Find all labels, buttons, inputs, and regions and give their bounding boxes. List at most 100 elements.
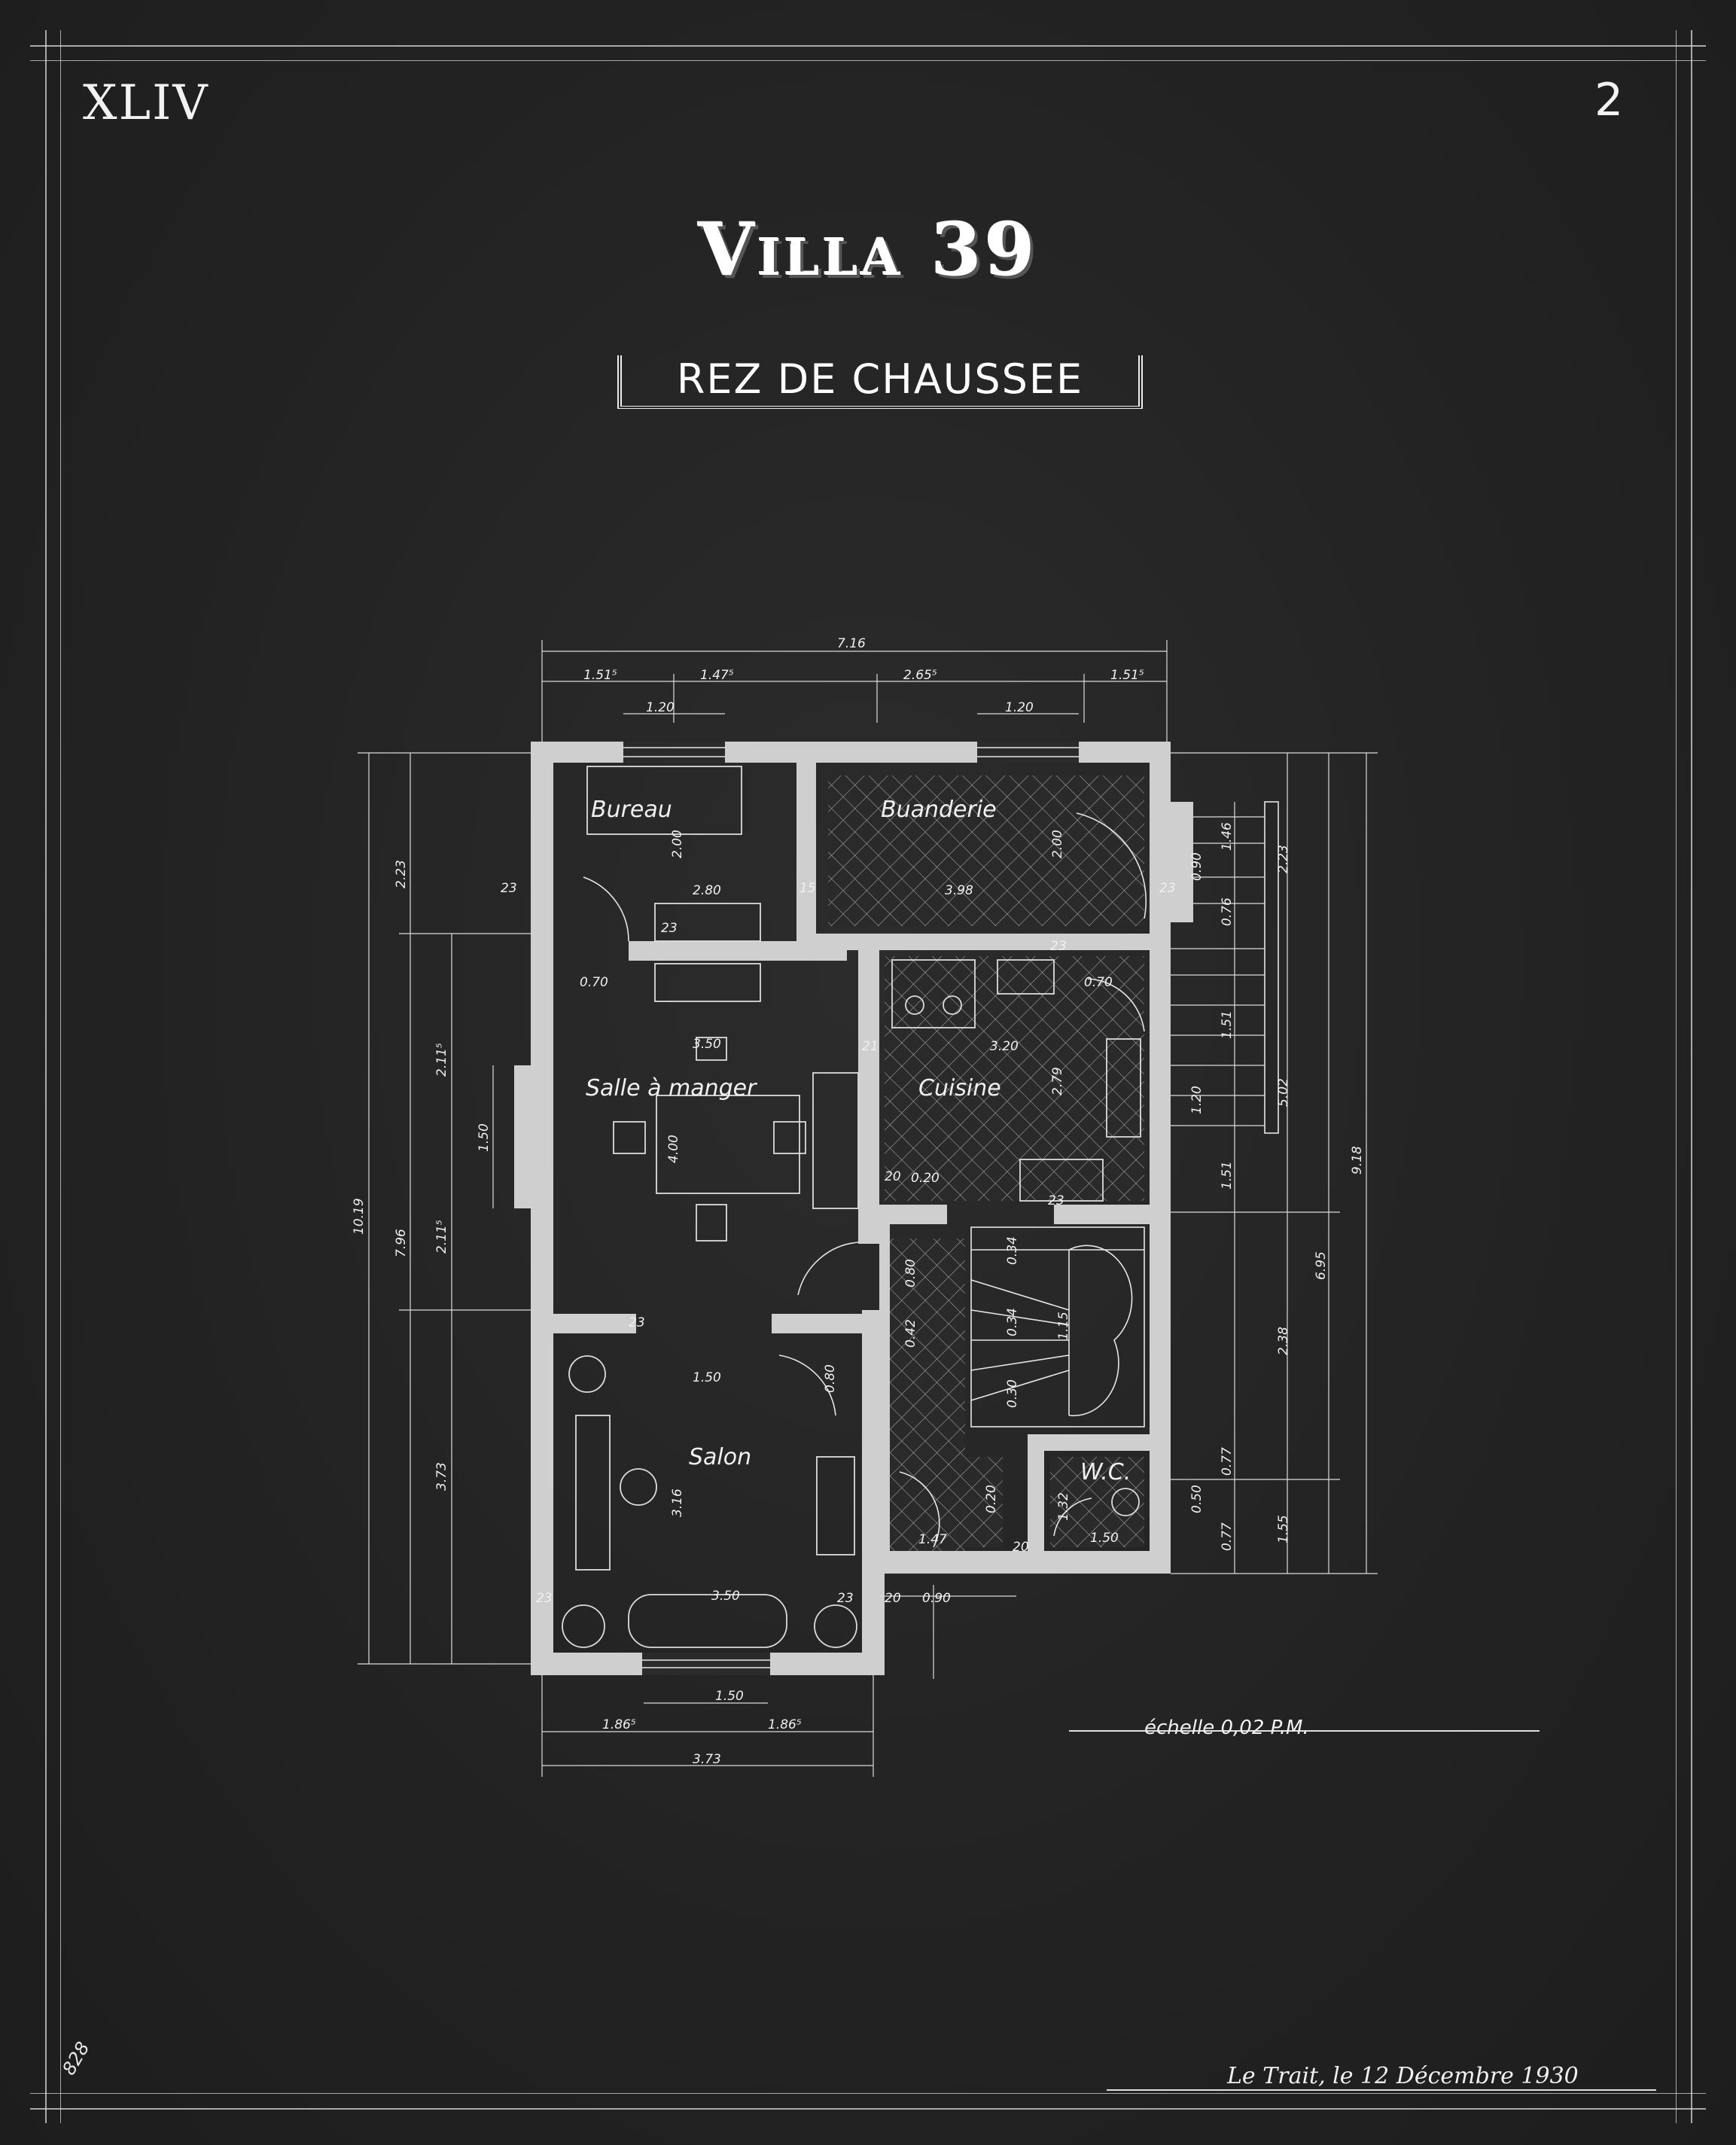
dim-int-7: 4.00	[666, 1135, 681, 1163]
place-date: Le Trait, le 12 Décembre 1930	[1227, 2063, 1579, 2089]
dim-int-19: 1.32	[1056, 1492, 1071, 1521]
wall-dim-7: 20	[885, 1169, 901, 1184]
dim-left-seg-2: 2.11⁵	[434, 1043, 449, 1077]
dim-int-21: 0.42	[903, 1319, 918, 1348]
tiled-floors	[828, 775, 1144, 1551]
dim-right-stair-6: 1.51	[1220, 1161, 1235, 1190]
dim-int-15: 0.80	[823, 1364, 838, 1393]
wall-dim-11: 20	[885, 1591, 901, 1606]
dim-top-seg-2: 1.47⁵	[700, 668, 734, 683]
dim-right-stair-7: 5.02	[1276, 1078, 1291, 1107]
dim-int-26: 0.30	[1005, 1379, 1020, 1408]
dim-bottom-overall: 3.73	[693, 1752, 721, 1767]
frame-right-outer	[1691, 30, 1692, 2123]
wall-dim-12: 23	[837, 1591, 854, 1606]
furniture	[562, 766, 1141, 1648]
dim-int-17: 0.20	[984, 1485, 999, 1513]
dim-right-stair-2: 0.90	[1189, 852, 1205, 881]
dim-int-9: 2.79	[1050, 1067, 1065, 1095]
dim-right-stair-1: 1.46	[1220, 822, 1235, 851]
dim-left-window: 1.50	[477, 1123, 492, 1152]
sheet-number: 2	[1594, 74, 1625, 126]
dim-left-seg-1: 2.23	[394, 860, 409, 888]
dim-right-overall: 9.18	[1350, 1146, 1365, 1175]
frame-bottom-outer	[30, 2108, 1706, 2110]
scale-rule	[1069, 1730, 1540, 1732]
dim-left-mid: 7.96	[394, 1229, 409, 1257]
wall-dim-2: 15	[799, 881, 816, 896]
dim-int-1: 2.00	[670, 830, 685, 858]
frame-top-inner	[30, 60, 1706, 61]
dim-right-stair-10: 0.77	[1220, 1522, 1235, 1551]
wall-dim-13: 20	[1013, 1540, 1029, 1555]
dim-left-lower: 3.73	[434, 1462, 449, 1491]
dim-top-seg-4: 1.51⁵	[1110, 668, 1144, 683]
signature-rule	[1107, 2089, 1656, 2091]
dim-int-10: 0.70	[1084, 975, 1113, 990]
room-label-cuisine: Cuisine	[918, 1075, 1001, 1101]
staircase	[970, 1226, 1145, 1427]
wall-dim-10: 23	[536, 1591, 553, 1606]
room-label-salon: Salon	[689, 1444, 751, 1470]
room-label-wc: W.C.	[1080, 1459, 1131, 1485]
room-label-buanderie: Buanderie	[881, 797, 997, 823]
dim-int-16: 1.47	[918, 1532, 947, 1547]
dim-bottom-seg-1: 1.86⁵	[602, 1717, 636, 1732]
room-label-bureau: Bureau	[591, 797, 672, 823]
dim-right-stair-8: 0.50	[1189, 1485, 1205, 1513]
scale-note: échelle 0,02 P.M.	[1144, 1717, 1309, 1739]
dim-int-12: 1.50	[693, 1370, 721, 1385]
dim-right-stair-3: 0.76	[1220, 897, 1235, 926]
dim-top-overall: 7.16	[837, 636, 866, 651]
dim-right-seg-3: 2.38	[1276, 1327, 1291, 1355]
wall-dim-5: 23	[1050, 939, 1067, 954]
dim-int-11: 0.20	[911, 1171, 940, 1186]
dim-int-25: 1.15	[1056, 1312, 1071, 1340]
dim-left-seg-3: 2.11⁵	[434, 1220, 449, 1254]
dim-int-2: 2.80	[693, 883, 721, 898]
frame-right-inner	[1676, 30, 1677, 2123]
door-swings	[583, 812, 1147, 1548]
frame-top-outer	[30, 45, 1706, 47]
drawing-title: Villa 39	[698, 207, 1038, 292]
frame-left-outer	[45, 30, 47, 2123]
dim-right-stair-9: 0.77	[1220, 1447, 1235, 1476]
dim-bottom-seg-2: 1.86⁵	[768, 1717, 802, 1732]
wall-dim-6: 21	[862, 1039, 879, 1054]
dim-right-seg-1: 2.23	[1276, 845, 1291, 873]
dim-right-seg-4: 1.55	[1276, 1515, 1291, 1543]
dim-bottom-opening: 1.50	[715, 1689, 744, 1704]
windows	[623, 742, 1079, 1675]
walls	[514, 742, 1193, 1675]
wall-dim-9: 23	[629, 1315, 645, 1330]
dim-int-4: 2.00	[1050, 830, 1065, 858]
exterior-steps	[1171, 801, 1279, 1134]
dim-int-18: 0.90	[922, 1591, 951, 1606]
dim-top-window-2: 1.20	[1005, 700, 1034, 715]
dim-int-5: 0.70	[580, 975, 608, 990]
frame-bottom-inner	[30, 2093, 1706, 2094]
dim-right-seg-2: 6.95	[1314, 1251, 1329, 1280]
dim-int-23: 0.34	[1005, 1236, 1020, 1265]
dim-int-13: 3.16	[670, 1488, 685, 1517]
sheet-roman-numeral: XLIV	[83, 75, 209, 131]
drawing-subtitle: REZ DE CHAUSSEE	[617, 355, 1143, 409]
wall-dim-8: 23	[1048, 1193, 1064, 1208]
dimension-lines	[358, 640, 1378, 1777]
dim-int-8: 3.20	[990, 1039, 1019, 1054]
dim-left-overall: 10.19	[352, 1198, 367, 1235]
dim-top-window-1: 1.20	[646, 700, 675, 715]
dim-right-stair-5: 1.20	[1189, 1086, 1205, 1114]
dim-int-24: 0.34	[1005, 1308, 1020, 1336]
dim-int-20: 1.50	[1090, 1531, 1119, 1546]
dim-int-3: 3.98	[945, 883, 973, 898]
room-label-salle-a-manger: Salle à manger	[586, 1075, 757, 1101]
dim-top-seg-1: 1.51⁵	[583, 668, 617, 683]
dim-int-22: 0.80	[903, 1259, 918, 1287]
frame-left-inner	[60, 30, 61, 2123]
dim-top-seg-3: 2.65⁵	[903, 668, 937, 683]
dim-int-6: 3.50	[693, 1037, 721, 1052]
wall-dim-3: 23	[1159, 881, 1176, 896]
dim-int-14: 3.50	[711, 1589, 740, 1604]
